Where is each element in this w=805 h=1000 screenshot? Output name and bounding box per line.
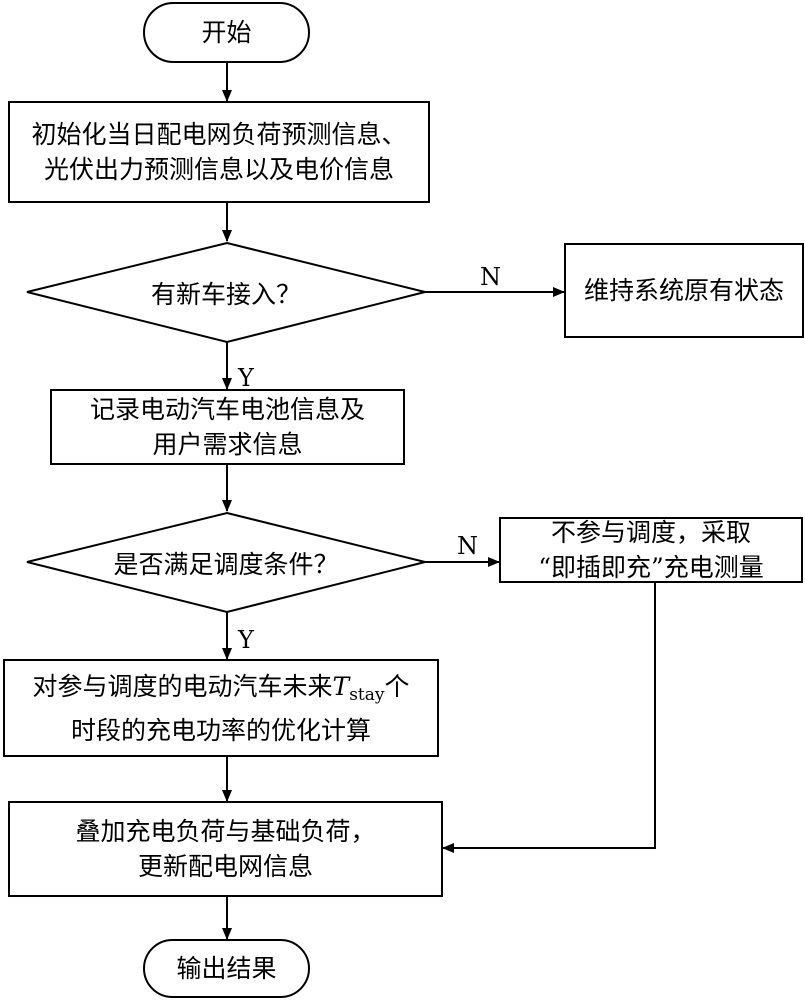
decision-condition-label: 是否满足调度条件？: [113, 549, 339, 579]
end-label: 输出结果: [176, 954, 277, 983]
init-line-2: 光伏出力预测信息以及电价信息: [43, 155, 394, 184]
edge-label-condition-yes: Y: [238, 626, 254, 654]
edge-nodispatch-superpose: [442, 583, 656, 853]
decision-new-car-label: 有新车接入？: [150, 279, 301, 309]
optimize-line-1-suffix: 个: [384, 671, 410, 701]
optimize-var-t: T: [332, 671, 350, 701]
optimize-line-1: 对参与调度的电动汽车未来Tstay个: [32, 669, 409, 713]
start-terminal: 开始: [143, 2, 310, 63]
keep-state-label: 维持系统原有状态: [583, 276, 784, 305]
record-process: 记录电动汽车电池信息及 用户需求信息: [50, 389, 405, 465]
optimize-var-sub: stay: [349, 684, 385, 705]
optimize-line-2: 时段的充电功率的优化计算: [70, 715, 371, 745]
record-line-1: 记录电动汽车电池信息及: [89, 395, 365, 424]
superpose-line-2: 更新配电网信息: [137, 852, 313, 881]
keep-state-process: 维持系统原有状态: [564, 243, 804, 338]
start-label: 开始: [201, 18, 252, 47]
no-dispatch-line-1: 不参与调度，采取: [550, 518, 751, 547]
edge-label-new-car-yes: Y: [238, 364, 254, 392]
no-dispatch-line-2: “即插即充”充电测量: [538, 553, 764, 582]
init-line-1: 初始化当日配电网负荷预测信息、: [31, 120, 407, 149]
edge-label-new-car-no: N: [480, 263, 501, 291]
no-dispatch-process: 不参与调度，采取 “即插即充”充电测量: [499, 517, 803, 583]
superpose-line-1: 叠加充电负荷与基础负荷，: [75, 817, 376, 846]
record-line-2: 用户需求信息: [152, 430, 303, 459]
optimize-process: 对参与调度的电动汽车未来Tstay个 时段的充电功率的优化计算: [3, 659, 439, 757]
init-process: 初始化当日配电网负荷预测信息、 光伏出力预测信息以及电价信息: [8, 101, 430, 203]
optimize-line-1-text: 对参与调度的电动汽车未来: [32, 671, 333, 701]
superpose-process: 叠加充电负荷与基础负荷， 更新配电网信息: [8, 801, 443, 897]
edge-label-condition-no: N: [457, 532, 478, 560]
end-terminal: 输出结果: [143, 939, 310, 998]
